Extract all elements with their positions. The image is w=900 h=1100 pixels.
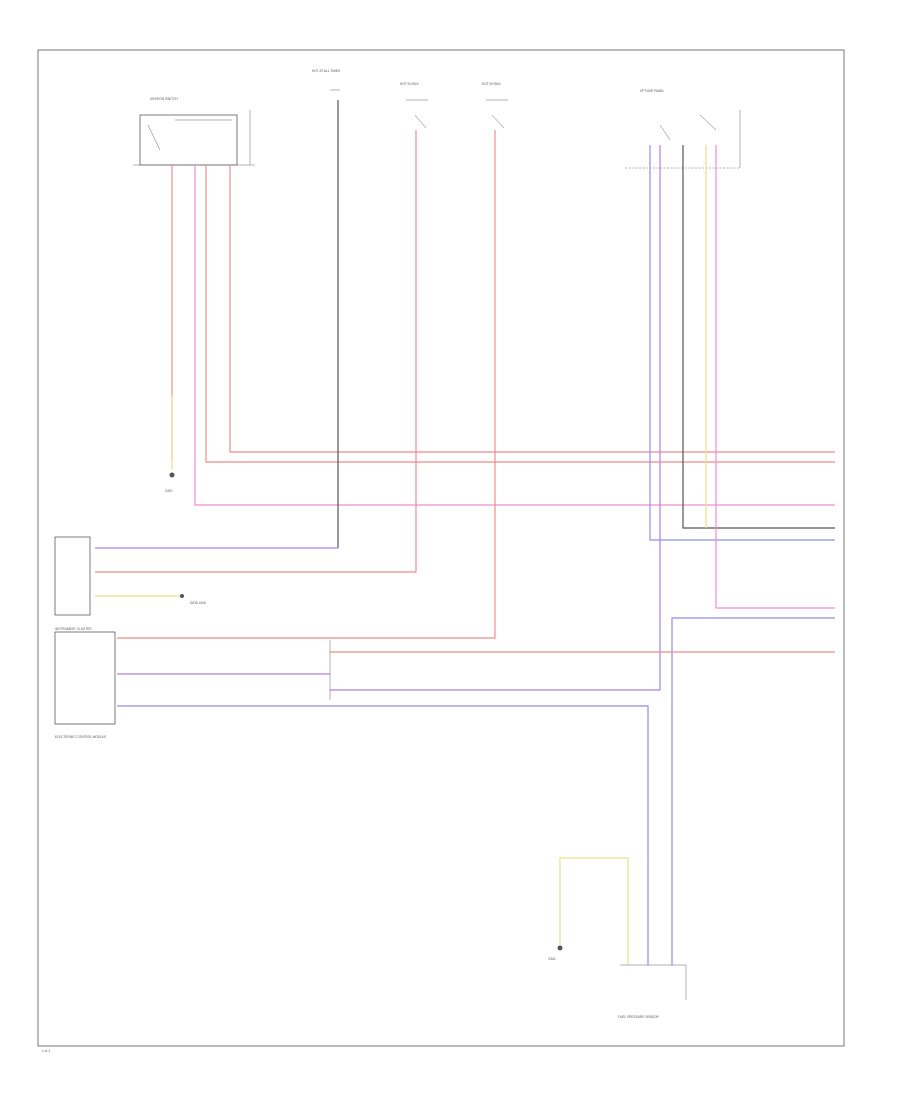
hot-feed-2: HOT IN RUN: [400, 82, 428, 129]
hot-feed-3: HOT IN RUN: [482, 82, 508, 129]
hot-feed-1: HOT AT ALL TIMES: [312, 69, 340, 91]
ground-2-symbol: [557, 945, 563, 951]
wire-red-ign-right: [229, 165, 835, 453]
ground-2-label: G301: [548, 957, 556, 961]
fuse-panel-label: I/P FUSE PANEL: [640, 89, 665, 93]
wire-gray-ecm-to-sensor: [117, 705, 649, 965]
wire-blue-to-sensor: [671, 617, 835, 965]
hot-feed-3-label: HOT IN RUN: [482, 82, 501, 86]
ignition-switch-label: IGNITION SWITCH: [150, 97, 178, 101]
ground-1-symbol: [169, 472, 175, 478]
electronic-control-module: ELECTRONIC CONTROL MODULE: [54, 631, 331, 739]
hot-feed-2-label: HOT IN RUN: [400, 82, 419, 86]
wire-red-ign-mid: [205, 165, 835, 463]
instrument-cluster-label: INSTRUMENT CLUSTER: [55, 627, 92, 631]
data-link-label: DATA LINK: [190, 601, 207, 605]
wire-blue-fuse-1: [649, 145, 835, 541]
fuel-sensor-label: FUEL PRESSURE SENSOR: [618, 1015, 659, 1019]
wire-red-hot2-to-cluster: [95, 130, 417, 573]
ignition-switch-connector: IGNITION SWITCH: [133, 97, 255, 166]
ground-1-label: G201: [165, 489, 173, 493]
wire-pink-fuse-5: [715, 145, 835, 609]
ecm-label: ELECTRONIC CONTROL MODULE: [55, 735, 106, 739]
wire-red-hot3-to-ecm: [117, 130, 496, 639]
hot-feed-1-label: HOT AT ALL TIMES: [312, 69, 340, 73]
instrument-cluster: INSTRUMENT CLUSTER: [54, 536, 92, 631]
fuel-pressure-sensor: FUEL PRESSURE SENSOR: [618, 964, 687, 1019]
diagram-frame: [37, 49, 845, 1047]
wire-pink-ign-to-right: [194, 165, 835, 506]
data-link-point: [180, 594, 184, 598]
wire-black-fuse-3: [682, 145, 835, 529]
wire-yellow-sensor-ground: [559, 857, 629, 965]
footer-label: 1 of 1: [42, 1049, 50, 1053]
wire-violet-fuse-2: [330, 145, 661, 691]
